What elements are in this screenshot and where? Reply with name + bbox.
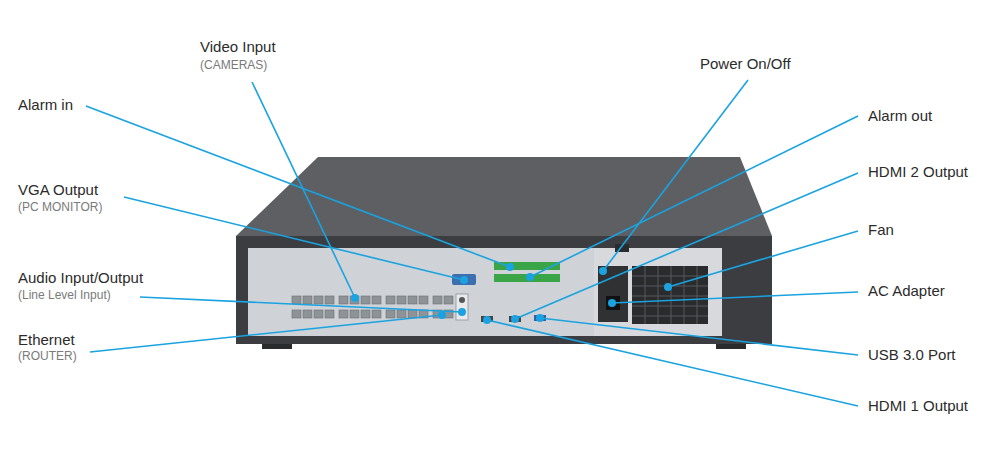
ac-inlet [598,266,628,322]
fan-grille [632,266,708,324]
callout-label: VGA Output [18,181,98,199]
foot [262,344,292,349]
callout-sublabel: (Line Level Input) [18,288,111,302]
rear-panel [248,248,594,336]
callout-sublabel: (PC MONITOR) [18,200,102,214]
audio-jacks [456,294,468,320]
ethernet-ports [292,296,453,318]
alarm-terminal [494,262,560,270]
callout-label: Power On/Off [700,55,791,73]
callout-label: Ethernet [18,331,75,349]
callout-label: Audio Input/Output [18,269,143,287]
vga-port [452,274,476,285]
leader-lines [86,80,858,406]
foot [716,344,746,349]
alarm-terminal [494,274,560,282]
callout-sublabel: (ROUTER) [18,349,77,363]
leader-dots [351,263,672,324]
housing-top [236,157,772,236]
callout-label: Alarm in [18,96,73,114]
callout-label: Video Input [200,38,276,56]
callout-label: Fan [868,221,894,239]
jack [459,297,465,303]
psu-panel [594,248,722,336]
callout-label: HDMI 2 Output [868,163,968,181]
callout-label: AC Adapter [868,282,945,300]
callout-label: HDMI 1 Output [868,397,968,415]
callout-label: Alarm out [868,107,932,125]
fan-grille-lines [632,266,708,324]
callout-sublabel: (CAMERAS) [200,58,267,72]
callout-label: USB 3.0 Port [868,346,956,364]
